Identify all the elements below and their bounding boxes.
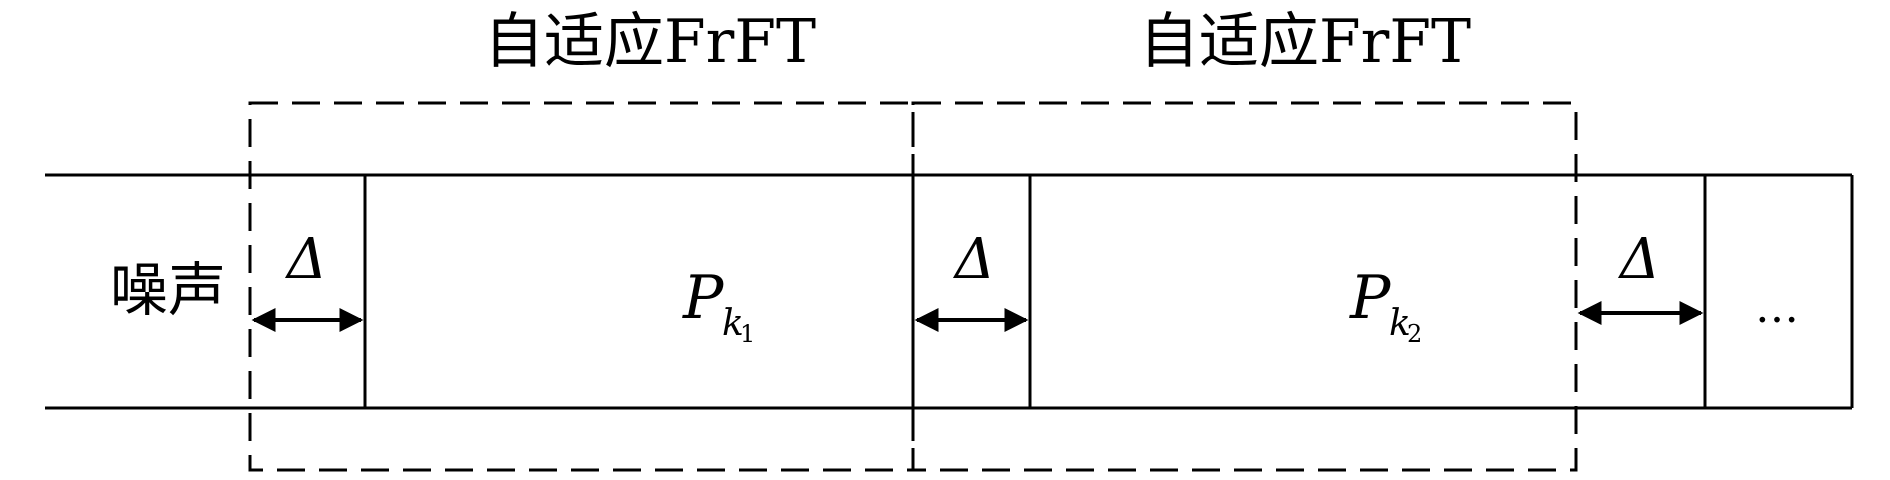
delta-label-2: Δ [953, 227, 995, 292]
window-1-title: 自适应FrFT [484, 7, 816, 77]
pulse-1-symbol: P [682, 263, 725, 333]
pulse-label-1: P k 1 [682, 263, 755, 348]
noise-label: 噪声 [110, 256, 226, 324]
delta-label-1: Δ [285, 227, 327, 292]
pulse-1-subsubscript: 1 [740, 320, 755, 348]
frft-window-1 [248, 101, 915, 472]
pulse-2-subscript: k [1389, 303, 1411, 344]
delta-label-3: Δ [1618, 227, 1660, 292]
pulse-1-subscript: k [722, 303, 744, 344]
pulse-2-symbol: P [1349, 263, 1392, 333]
pulse-label-2: P k 2 [1349, 263, 1422, 348]
continuation-dots: … [1755, 282, 1799, 333]
pulse-2-subsubscript: 2 [1407, 320, 1422, 348]
frft-window-2 [911, 101, 1578, 472]
window-2-title: 自适应FrFT [1139, 7, 1471, 77]
